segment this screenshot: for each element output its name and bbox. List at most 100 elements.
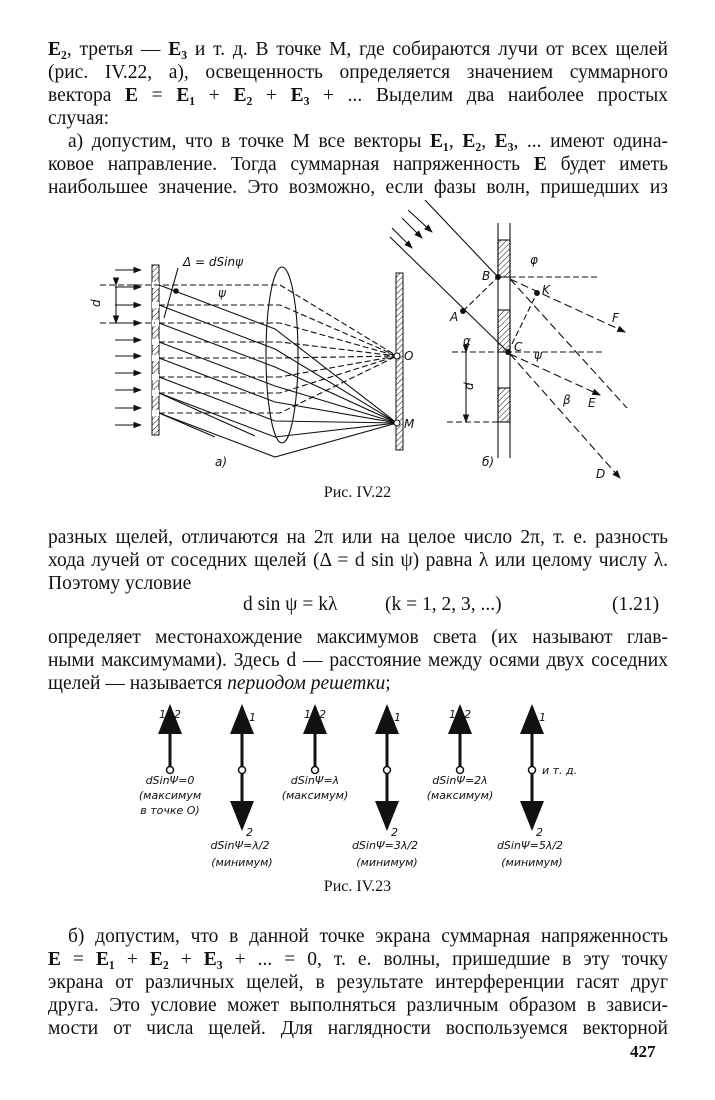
label-1: 1: [304, 708, 311, 721]
label-1: 1: [249, 711, 256, 724]
label-psi: ψ: [218, 286, 227, 300]
condition-label: dSinΨ=5λ/2: [497, 839, 563, 852]
dashed-ray: [159, 355, 398, 359]
ray: [509, 278, 628, 409]
label-1: 1: [394, 711, 401, 724]
label-1: 1: [159, 708, 166, 721]
condition-label: dSinΨ=2λ: [432, 774, 487, 787]
slit: [152, 355, 159, 361]
point: [173, 288, 179, 294]
diffracted-ray: [158, 304, 398, 424]
dashed-ray: [159, 322, 398, 357]
equation-formula: d sin ψ = kλ: [243, 594, 338, 615]
result-label: (минимум): [211, 856, 272, 869]
result-label: (минимум): [356, 856, 417, 869]
label-D: D: [596, 467, 605, 481]
incident-ray: [389, 236, 509, 353]
dashed-ray: [159, 341, 398, 357]
diffracted-ray: [158, 284, 398, 424]
label-delta: Δ = dSinψ: [182, 255, 244, 269]
dashed-ray: [159, 355, 398, 378]
vector-origin: [310, 765, 320, 775]
label-2: 2: [391, 826, 398, 839]
text-line: щелей — называется периодом решетки;: [48, 672, 668, 695]
incident-arrow: [391, 227, 413, 249]
ray-F: [509, 278, 626, 333]
diffracted-ray: [158, 392, 398, 438]
text-line: E₂, третья — E₃ и т. д. В точке M, где с…: [48, 39, 668, 60]
vector-origin: [382, 765, 392, 775]
slit: [152, 302, 159, 308]
label-2: 2: [174, 708, 181, 721]
slit: [152, 410, 159, 416]
label-O: O: [404, 349, 413, 363]
dashed-ray: [159, 304, 398, 357]
incident-arrow: [401, 217, 423, 239]
dashed-ray: [100, 284, 398, 357]
figure-caption: Рис. IV.22: [323, 484, 392, 501]
slit: [152, 390, 159, 396]
point: [460, 308, 466, 314]
text-line: разных щелей, отличаются на 2π или на це…: [48, 527, 668, 548]
grating: [151, 264, 160, 436]
result-label: (максимум): [282, 789, 349, 802]
etc-label: и т. д.: [542, 764, 577, 777]
equation-condition: (k = 1, 2, 3, ...): [385, 594, 502, 615]
label-d-b: d: [462, 382, 476, 390]
text-span: щелей — называется: [48, 673, 228, 694]
label-b: б): [482, 455, 494, 469]
label-2: 2: [246, 826, 253, 839]
dashed-ray: [159, 355, 398, 394]
result-label: (максимум): [427, 789, 494, 802]
text-line: случая:: [48, 108, 109, 129]
delta-leader: [163, 267, 179, 319]
vector-origin: [455, 765, 465, 775]
text-line: ковое направление. Тогда суммарная напря…: [48, 154, 668, 175]
point: [495, 274, 501, 280]
text-line: друга. Это условие может выполняться раз…: [48, 995, 668, 1016]
diffracted-ray: [158, 376, 398, 424]
vector-origin: [165, 765, 175, 775]
condition-label: dSinΨ=λ: [291, 774, 339, 787]
label-F: F: [612, 311, 620, 325]
point-M: [393, 419, 401, 427]
text-span: ;: [385, 673, 391, 694]
diffracted-ray: [158, 412, 216, 438]
label-alpha: α: [463, 334, 471, 348]
label-K: K: [542, 283, 551, 297]
diffracted-ray: [158, 357, 398, 424]
incident-arrow: [407, 209, 433, 233]
ray-D: [509, 353, 621, 479]
label-2: 2: [319, 708, 326, 721]
figure-caption: Рис. IV.23: [323, 878, 392, 895]
label-2: 2: [536, 826, 543, 839]
label-phi: φ: [530, 253, 538, 267]
dashed-ray: [159, 355, 398, 414]
label-beta: β: [562, 393, 571, 407]
text-line: хода лучей от соседних щелей (Δ = d sin …: [48, 550, 668, 571]
term-grating-period: периодом решетки: [227, 673, 386, 694]
slit: [152, 320, 159, 326]
vector-origin: [527, 765, 537, 775]
equation-number: (1.21): [612, 594, 660, 615]
page-number: 427: [630, 1042, 656, 1061]
text-line: Поэтому условие: [48, 573, 192, 594]
text-line: (рис. IV.22, а), освещенность определяет…: [48, 62, 668, 83]
diffracted-ray: [158, 322, 398, 424]
diffracted-ray: [158, 341, 398, 424]
label-1: 1: [539, 711, 546, 724]
text-line: экрана от различных щелей, в результате …: [48, 972, 668, 993]
point: [534, 290, 540, 296]
slit: [152, 339, 159, 345]
text-line: мости от числа щелей. Для наглядности во…: [48, 1018, 668, 1039]
figure-a-grating-lens: [100, 264, 404, 458]
lens: [265, 266, 299, 444]
ray-E: [509, 353, 602, 396]
result-label: в точке O): [140, 804, 199, 817]
